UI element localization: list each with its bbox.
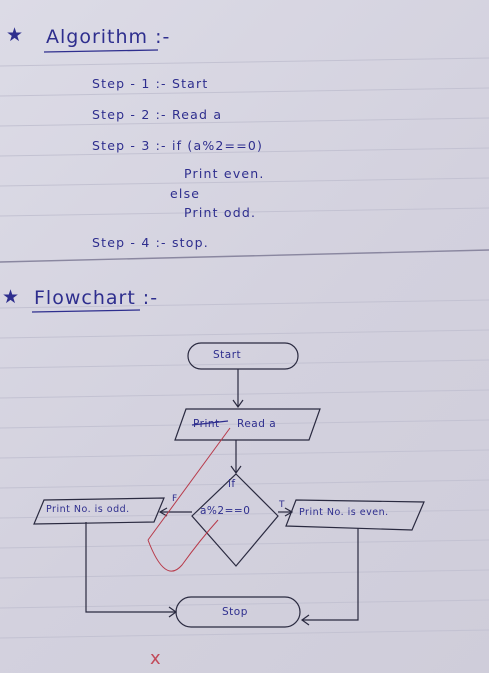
stop-terminal	[175, 596, 301, 628]
red-strike-line	[147, 427, 231, 541]
step-3: Step - 3 :- if (a%2==0)	[92, 138, 264, 153]
step-3-print-even: Print even.	[184, 166, 265, 181]
arrow-head-2	[230, 465, 242, 475]
red-x-mark: x	[150, 648, 161, 669]
red-curve-mark	[147, 519, 219, 572]
arrow-head-1	[232, 399, 244, 409]
input-label: Read a	[237, 418, 277, 430]
arrow-head-false	[158, 507, 168, 517]
decision-diamond	[191, 473, 279, 567]
even-to-stop-line	[302, 528, 359, 621]
section-divider	[0, 249, 489, 263]
start-label: Start	[213, 349, 242, 361]
even-output-label: Print No. is even.	[299, 507, 389, 518]
stop-label: Stop	[222, 606, 248, 618]
step-4: Step - 4 :- stop.	[92, 235, 209, 250]
true-branch-label: T	[279, 500, 285, 510]
odd-output-label: Print No. is odd.	[46, 504, 130, 515]
decision-condition-label: a%2==0	[200, 505, 251, 517]
odd-to-stop-line	[85, 522, 176, 613]
step-2: Step - 2 :- Read a	[92, 107, 223, 122]
star-bullet-icon: ★	[6, 24, 25, 46]
flowchart-star-icon: ★	[2, 286, 21, 308]
odd-output-parallelogram	[33, 497, 165, 525]
algorithm-title: Algorithm :-	[46, 26, 171, 48]
even-output-parallelogram	[285, 499, 425, 531]
arrow-head-even-stop	[300, 614, 310, 626]
false-branch-label: F	[172, 494, 178, 504]
step-3-else: else	[170, 186, 201, 201]
step-3-print-odd: Print odd.	[184, 205, 257, 220]
input-struck-label: Print	[193, 418, 220, 430]
decision-if-label: if	[228, 478, 236, 490]
flowchart-title: Flowchart :-	[34, 287, 159, 309]
input-parallelogram	[174, 408, 321, 441]
struck-word-line	[191, 420, 229, 426]
start-terminal	[187, 342, 299, 370]
step-1: Step - 1 :- Start	[92, 76, 209, 91]
